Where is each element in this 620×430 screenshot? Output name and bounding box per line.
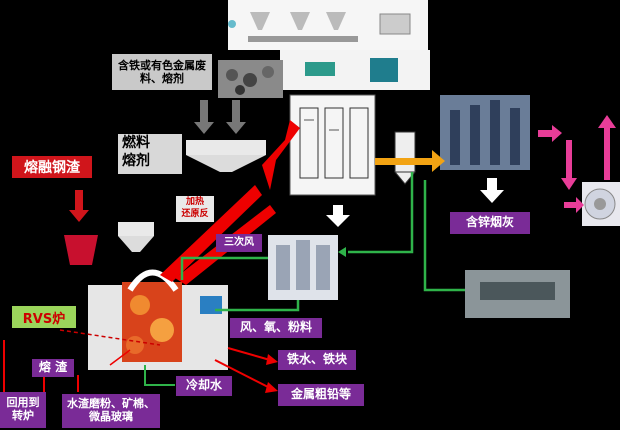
raw-material-label: 含铁或有色金属废料、熔剂 <box>112 54 212 90</box>
slag-ladle <box>64 235 98 265</box>
slag-products-label: 水渣磨粉、矿棉、微晶玻璃 <box>62 394 160 428</box>
cooler-photo <box>465 270 570 318</box>
conveyor-machines <box>280 50 430 90</box>
return-converter-label: 回用到 转炉 <box>0 392 46 428</box>
fan-icon <box>582 182 620 226</box>
molten-slag-label: 熔融钢渣 <box>12 156 92 178</box>
cooling-water-label: 冷却水 <box>176 376 232 396</box>
top-plant-panel <box>228 0 428 50</box>
air-oxygen-fines-label: 风、氧、粉料 <box>230 318 322 338</box>
dust-plant-photo <box>440 95 530 170</box>
fuel-flux-label: 燃料 熔剂 <box>118 134 182 174</box>
hopper-icon <box>118 140 266 252</box>
iron-water-label: 铁水、铁块 <box>278 350 356 370</box>
tertiary-air-label: 三次风 <box>216 234 262 252</box>
heating-reduction-label: 加热 还原反 <box>176 196 214 222</box>
crude-lead-label: 金属粗铅等 <box>278 384 364 406</box>
rvs-furnace-label: RVS炉 <box>12 306 76 328</box>
furnace-icon <box>88 269 228 370</box>
boiler-drawing <box>289 94 376 196</box>
zinc-ash-label: 含锌烟灰 <box>450 212 530 234</box>
cyclone-towers <box>268 235 338 300</box>
ore-photo <box>218 60 283 98</box>
slag-label: 熔 渣 <box>32 359 74 377</box>
